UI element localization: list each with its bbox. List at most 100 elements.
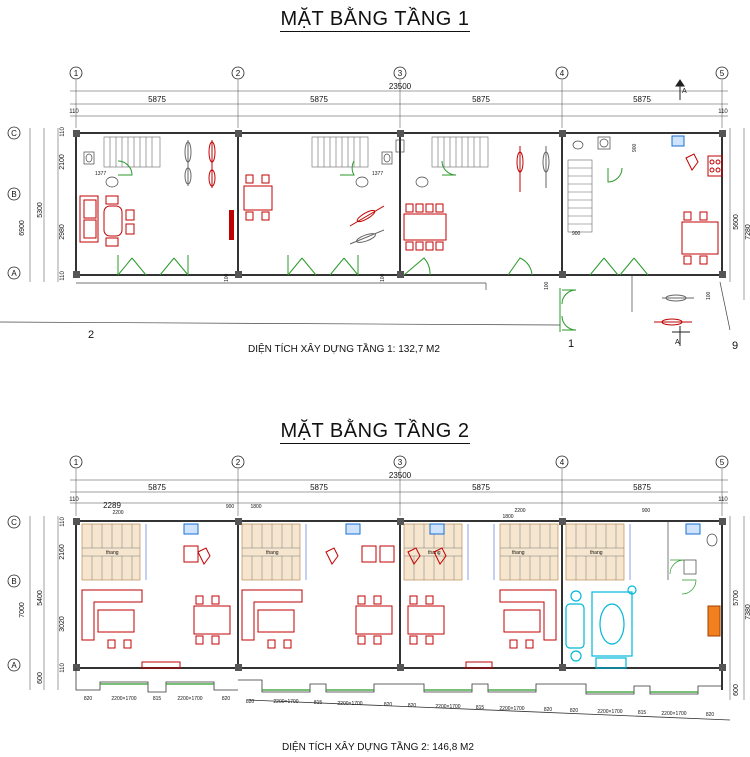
floor2-stair-dim-1: 2289 xyxy=(103,501,121,510)
floor2-balcony-dim-13: 815 xyxy=(476,705,485,711)
floor1-dining-set-4 xyxy=(681,155,723,265)
floor2-grid-row-c: C xyxy=(11,518,17,527)
floor2-grid-col-4: 4 xyxy=(560,458,565,467)
floor1-small-dim-5: 100 xyxy=(224,273,230,282)
floor2-grid-col-2: 2 xyxy=(236,458,241,467)
floor2-balcony-railings xyxy=(100,683,698,693)
floor2-stair-dim-7: 900 xyxy=(642,508,651,514)
floor1-section-label-bottom: A xyxy=(675,339,680,346)
floor2-stair-label-1: thang xyxy=(106,550,119,556)
floor2-left-dim-3: 3020 xyxy=(59,616,66,632)
floor2-stair-label-5: thang xyxy=(590,550,603,556)
floor2-balcony-dim-14: 2200×1700 xyxy=(499,706,524,712)
floor2-columns xyxy=(73,518,726,671)
floor2-right-dim-3: 600 xyxy=(733,684,740,696)
floor1-corner-mark-1: 1 xyxy=(568,338,574,350)
floor2-total-dim: 23500 xyxy=(389,471,412,480)
floor2-balcony-dim-9: 2200×1700 xyxy=(337,701,362,707)
floor2-bay-dim-3: 5875 xyxy=(472,483,490,492)
floor1-small-dim-8: 100 xyxy=(706,291,712,300)
floor2-stairs xyxy=(81,523,625,581)
floor2-grid-row-a: A xyxy=(11,661,17,670)
floor2-balconies xyxy=(75,668,731,721)
floor2-grid-bubbles xyxy=(7,455,729,672)
floor2-grid-col-5: 5 xyxy=(720,458,725,467)
floor1-edge-dim-left: 110 xyxy=(69,109,79,115)
floor2-balcony-dim-2: 2200×1700 xyxy=(111,696,136,702)
floor2-balcony-dim-6: 820 xyxy=(246,699,255,705)
floor2-balcony-dim-3: 815 xyxy=(153,696,162,702)
floor1-corner-mark-9: 9 xyxy=(732,340,738,352)
floor2-left-dim-1: 110 xyxy=(60,517,66,527)
floor1-small-dim-4: 900 xyxy=(632,143,638,152)
floor1-dimension-lines xyxy=(29,80,745,300)
floor2-title: MẶT BẰNG TẦNG 2 xyxy=(280,420,470,444)
floor2-dimension-lines xyxy=(29,469,745,700)
floor1-grid-col-5: 5 xyxy=(720,69,725,78)
floor1-small-dim-2: 1377 xyxy=(372,171,383,177)
floor1-right-dim-1: 5600 xyxy=(733,214,740,230)
floor1-corner-mark-2: 2 xyxy=(88,329,94,341)
floor1-grid-row-b: B xyxy=(11,190,16,199)
floor1-grid-row-c: C xyxy=(11,129,17,138)
floor1-section-label-top: A xyxy=(682,88,687,95)
floor1-total-dim: 23500 xyxy=(389,82,412,91)
floor2-left-dim-5: 600 xyxy=(37,672,44,684)
floor2-left-dim-2: 2160 xyxy=(59,544,66,560)
floor1-dining-set-3 xyxy=(403,203,447,251)
floor2-balcony-dim-19: 2200×1700 xyxy=(661,711,686,717)
floor1-sofa-set xyxy=(79,195,135,247)
floor2-left-total-2: 7000 xyxy=(19,602,26,618)
floor2-sinks xyxy=(183,523,701,535)
floor1-chair-icons xyxy=(685,153,699,171)
floor1-grid-row-a: A xyxy=(11,269,17,278)
floor1-right-dim-2: 7280 xyxy=(745,224,750,240)
floor1-grid-col-1: 1 xyxy=(74,69,79,78)
floor1-walls xyxy=(75,132,723,276)
floor1-section-mark-top xyxy=(675,79,685,100)
floor1-left-total-1: 5300 xyxy=(37,202,44,218)
floor2-balcony-dim-8: 815 xyxy=(314,700,323,706)
floor1-site-lines xyxy=(0,275,731,331)
floor1-wc-fixtures xyxy=(83,136,611,188)
floor2-left-total-1: 5400 xyxy=(37,590,44,606)
floor2-bay-dim-1: 5875 xyxy=(148,483,166,492)
floor2-grid-col-3: 3 xyxy=(398,458,403,467)
floor2-stair-dim-2: 2200 xyxy=(112,510,123,516)
floor1-left-dim-2: 2100 xyxy=(59,154,66,170)
floor1-left-total-2: 6900 xyxy=(19,220,26,236)
floor1-stairs xyxy=(103,136,593,233)
floor1-grid-col-2: 2 xyxy=(236,69,241,78)
floor2-edge-dim-left: 110 xyxy=(69,497,79,503)
floor1-grid-col-3: 3 xyxy=(398,69,403,78)
floor1-edge-dim-right: 110 xyxy=(718,109,728,115)
floor1-grid-bubbles xyxy=(7,66,729,280)
floor2-balcony-dim-4: 2200×1700 xyxy=(177,696,202,702)
floor1-left-dim-1: 110 xyxy=(60,127,66,137)
floor2-area-caption: DIỆN TÍCH XÂY DỰNG TẦNG 2: 146,8 M2 xyxy=(282,742,474,753)
floor2-plan: 1 2 3 4 5 C B A 23500 5875 5875 5875 587… xyxy=(7,455,750,721)
floor2-balcony-dim-5: 820 xyxy=(222,696,231,702)
floor1-small-dim-1: 1377 xyxy=(95,171,106,177)
floor2-balcony-dim-10: 820 xyxy=(384,702,393,708)
floor2-bay-dim-4: 5875 xyxy=(633,483,651,492)
floor2-balcony-dim-12: 2200×1700 xyxy=(435,704,460,710)
floor1-small-dim-6: 100 xyxy=(380,273,386,282)
floor2-stair-label-2: thang xyxy=(266,550,279,556)
floor1-area-caption: DIỆN TÍCH XÂY DỰNG TẦNG 1: 132,7 M2 xyxy=(248,344,440,355)
floor2-stair-dim-4: 1800 xyxy=(250,504,261,510)
floor2-orange-fixture xyxy=(707,605,721,637)
floor1-small-dim-7: 100 xyxy=(544,281,550,290)
floor1-plan: 1 2 3 4 5 C B A 23500 5875 5875 5875 587 xyxy=(0,66,750,352)
floor1-doors xyxy=(117,160,649,332)
floor1-bay-dim-3: 5875 xyxy=(472,95,490,104)
floor2-right-dim-1: 5700 xyxy=(733,590,740,606)
floor2-balcony-dim-15: 820 xyxy=(544,707,553,713)
floor2-grid-col-1: 1 xyxy=(74,458,79,467)
floor2-balcony-dim-7: 2200×1700 xyxy=(273,699,298,705)
floor2-grid-row-b: B xyxy=(11,577,16,586)
floor2-balcony-dim-16: 820 xyxy=(570,708,579,714)
floor2-dining-sets xyxy=(141,545,493,669)
floor1-small-dim-3: 900 xyxy=(572,231,581,237)
floor1-title: MẶT BẰNG TẦNG 1 xyxy=(280,8,470,32)
